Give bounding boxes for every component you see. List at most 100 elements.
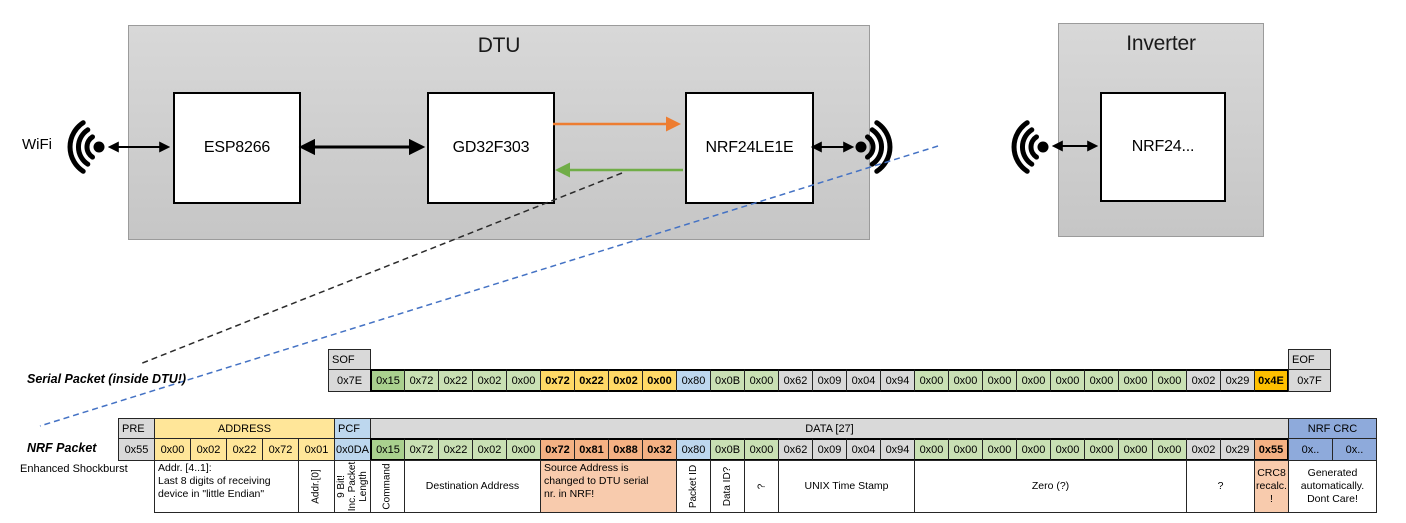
annotation-cell: UNIX Time Stamp (778, 460, 915, 513)
serial-byte-cell: 0x02 (608, 369, 643, 392)
sof-byte-cell: 0x7E (328, 369, 371, 392)
nrf-annotation-row: Addr. [4..1]: Last 8 digits of receiving… (118, 460, 1377, 513)
chip-nrf24-inverter: NRF24... (1100, 92, 1226, 202)
serial-byte-cell: 0x00 (506, 369, 541, 392)
nrf-byte-cell: 0x00 (1016, 438, 1051, 461)
serial-byte-cell: 0x00 (1152, 369, 1187, 392)
nrf-byte-cell: 0x09 (812, 438, 847, 461)
serial-byte-cell: 0x00 (1118, 369, 1153, 392)
nrf-header-cell: NRF CRC (1288, 418, 1377, 440)
annotation-cell: Generated automatically. Dont Care! (1288, 460, 1377, 513)
serial-byte-cell: 0x00 (1050, 369, 1085, 392)
annotation-cell: Packet ID (676, 460, 711, 513)
vertical-annotation-text: ? (756, 483, 767, 490)
nrf-byte-cell: 0x00 (948, 438, 983, 461)
vertical-annotation-text: Data ID? (722, 466, 733, 507)
serial-byte-cell: 0x4E (1254, 369, 1289, 392)
serial-byte-cell: 0x0B (710, 369, 745, 392)
nrf-byte-cell: 0x81 (574, 438, 609, 461)
wifi-icon (67, 120, 105, 174)
serial-packet-label: Serial Packet (inside DTU!) (27, 372, 187, 386)
serial-byte-cell: 0x00 (1084, 369, 1119, 392)
nrf-byte-cell: 0x0B (710, 438, 745, 461)
annotation-cell: Source Address is changed to DTU serial … (540, 460, 677, 513)
serial-header-row: SOF EOF (328, 349, 1331, 371)
nrf-byte-cell: 0x00 (506, 438, 541, 461)
serial-header-spacer (370, 349, 1289, 371)
annotation-cell: Zero (?) (914, 460, 1187, 513)
vertical-annotation-text: 9 Bit! Inc. Packet Length (336, 461, 369, 512)
nrf-byte-cell: 0x00 (1118, 438, 1153, 461)
nrf-byte-cell: 0x94 (880, 438, 915, 461)
dtu-title: DTU (477, 34, 521, 57)
annotation-cell: Addr.[0] (298, 460, 335, 513)
annotation-cell: ? (1186, 460, 1255, 513)
chip-esp8266: ESP8266 (173, 92, 301, 204)
nrf-packet-label: NRF Packet (27, 441, 97, 455)
eof-byte-cell: 0x7F (1288, 369, 1331, 392)
wifi-icon (855, 120, 893, 174)
serial-byte-cell: 0x62 (778, 369, 813, 392)
sof-header-cell: SOF (328, 349, 371, 371)
nrf-header-cell: DATA [27] (370, 418, 1289, 440)
nrf-byte-cell: 0x29 (1220, 438, 1255, 461)
inverter-title: Inverter (1126, 32, 1196, 55)
annotation-cell: Destination Address (404, 460, 541, 513)
wifi-label: WiFi (22, 136, 52, 153)
serial-byte-cell: 0x00 (948, 369, 983, 392)
nrf-byte-cell: 0x00 (744, 438, 779, 461)
vertical-annotation-text: Addr.[0] (311, 469, 322, 504)
annotation-cell: Addr. [4..1]: Last 8 digits of receiving… (154, 460, 299, 513)
serial-byte-cell: 0x72 (540, 369, 575, 392)
nrf-byte-cell: 0x00 (1050, 438, 1085, 461)
vertical-annotation-text: Command (382, 463, 394, 510)
chip-gd32f303: GD32F303 (427, 92, 555, 204)
nrf-header-cell: PCF (334, 418, 371, 440)
annotation-cell: ? (744, 460, 779, 513)
serial-byte-cell: 0x72 (404, 369, 439, 392)
nrf-byte-cell: 0x02 (1186, 438, 1221, 461)
nrf-byte-cell: 0x04 (846, 438, 881, 461)
nrf-byte-cell: 0x02 (472, 438, 507, 461)
serial-byte-cell: 0x00 (642, 369, 677, 392)
nrf-byte-cell: 0x72 (540, 438, 575, 461)
nrf-byte-cell: 0x.. (1288, 438, 1333, 461)
nrf-byte-cell: 0x88 (608, 438, 643, 461)
nrf-byte-cell: 0x00 (982, 438, 1017, 461)
serial-byte-cell: 0x22 (574, 369, 609, 392)
nrf-byte-cell: 0x55 (118, 438, 155, 461)
nrf-byte-cell: 0x00 (1084, 438, 1119, 461)
annotation-cell: Command (370, 460, 405, 513)
nrf-byte-cell: 0x22 (226, 438, 263, 461)
annotation-cell: CRC8 recalc. ! (1254, 460, 1289, 513)
nrf-byte-cell: 0x00 (1152, 438, 1187, 461)
nrf-packet-sublabel: Enhanced Shockburst (20, 463, 128, 475)
annotation-cell: 9 Bit! Inc. Packet Length (334, 460, 371, 513)
nrf-byte-cell: 0x02 (190, 438, 227, 461)
serial-byte-cell: 0x02 (472, 369, 507, 392)
nrf-byte-cell: 0x80 (676, 438, 711, 461)
nrf-byte-cell: 0x.. (1332, 438, 1377, 461)
serial-byte-cell: 0x04 (846, 369, 881, 392)
nrf-byte-cell: 0x62 (778, 438, 813, 461)
annotation-cell (118, 460, 155, 513)
chip-nrf24le1e: NRF24LE1E (685, 92, 814, 204)
nrf-byte-cell: 0x72 (404, 438, 439, 461)
nrf-byte-cell: 0x72 (262, 438, 299, 461)
nrf-byte-cell: 0x55 (1254, 438, 1289, 461)
serial-byte-cell: 0x02 (1186, 369, 1221, 392)
nrf-byte-cell: 0x00 (914, 438, 949, 461)
nrf-byte-cell: 0x22 (438, 438, 473, 461)
serial-byte-cell: 0x00 (914, 369, 949, 392)
serial-byte-cell: 0x94 (880, 369, 915, 392)
eof-header-cell: EOF (1288, 349, 1331, 371)
wifi-icon (1011, 120, 1049, 174)
nrf-byte-cell: 0x15 (370, 438, 405, 461)
serial-byte-cell: 0x22 (438, 369, 473, 392)
nrf-byte-cell: 0x01 (298, 438, 335, 461)
serial-byte-cell: 0x00 (982, 369, 1017, 392)
